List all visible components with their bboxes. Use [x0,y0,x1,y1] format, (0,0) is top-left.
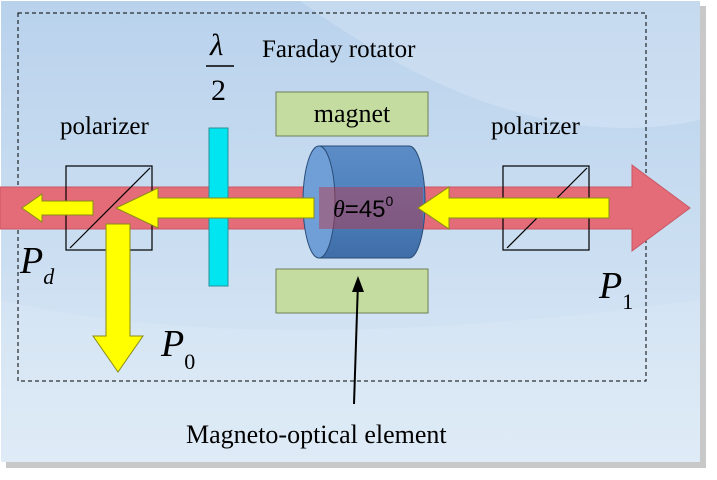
yellow-arrow-left-small [21,193,94,223]
p-d-label: Pd [19,240,55,289]
theta-superscript: 0 [386,193,394,209]
pointer-arrowhead [352,276,364,292]
p-d-subscript: d [43,264,55,289]
p-0-label: P0 [160,323,195,374]
yellow-arrow-right-segment [417,186,610,230]
lambda-label: λ [209,27,223,62]
theta-value: =45 [345,196,386,223]
magnet-top [275,91,429,137]
magnet-bottom [275,268,429,314]
half-denominator-label: 2 [211,74,226,107]
p-1-label: P1 [598,265,633,314]
faraday-rotator-title: Faraday rotator [262,36,416,63]
magneto-optical-crystal [302,145,426,259]
theta-symbol: θ [333,197,345,223]
theta-label: θ=450 [333,193,394,223]
background-sheen [300,1,700,129]
pointer-line [353,281,359,405]
magneto-optical-label: Magneto-optical element [186,420,447,449]
p-d-main: P [19,240,43,282]
p-1-main: P [598,265,622,307]
yellow-arrow-down [92,223,144,373]
p-0-subscript: 0 [184,349,195,374]
magnet-label: magnet [314,99,391,128]
yellow-arrow-middle-segment [114,187,315,229]
p-1-subscript: 1 [622,289,633,314]
p-0-main: P [160,323,184,365]
polarizer-label-right: polarizer [491,113,581,140]
polarizer-label-left: polarizer [60,113,150,140]
